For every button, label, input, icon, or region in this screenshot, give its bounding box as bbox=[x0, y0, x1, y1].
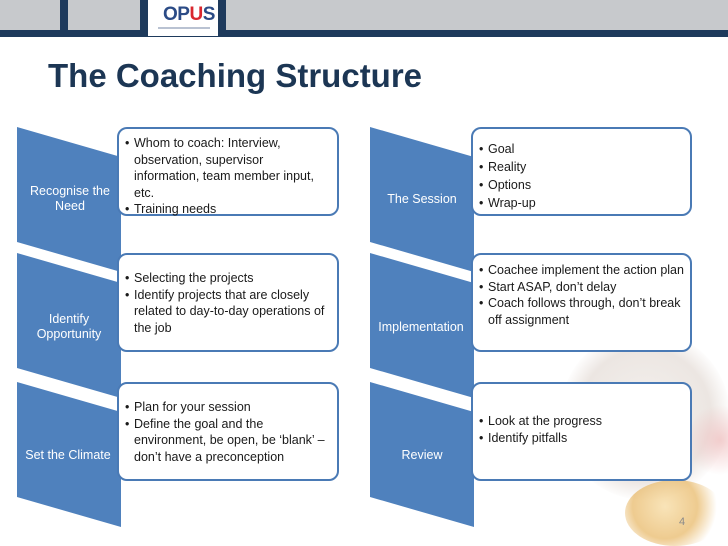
bullet-item: Identify projects that are closely relat… bbox=[125, 287, 331, 337]
step-details-box: Look at the progress Identify pitfalls bbox=[471, 382, 692, 481]
step-label: The Session bbox=[387, 192, 457, 206]
step-label: Set the Climate bbox=[25, 448, 111, 462]
page-number: 4 bbox=[679, 516, 686, 528]
step-label: Review bbox=[401, 448, 443, 462]
bullet-item: Coach follows through, don’t break off a… bbox=[479, 295, 684, 328]
bullet-item: Whom to coach: Interview, observation, s… bbox=[125, 135, 331, 201]
step-details-box: Whom to coach: Interview, observation, s… bbox=[117, 127, 339, 218]
bullet-item: Training needs bbox=[125, 201, 331, 218]
bullet-item: Reality bbox=[479, 158, 684, 176]
bullet-item: Define the goal and the environment, be … bbox=[125, 416, 331, 466]
bullet-item: Plan for your session bbox=[125, 399, 331, 416]
chevron-shape bbox=[17, 382, 121, 527]
step-details-box: Selecting the projects Identify projects… bbox=[117, 253, 339, 352]
step-details-box: Coachee implement the action plan Start … bbox=[471, 253, 692, 352]
bullet-item: Wrap-up bbox=[479, 194, 684, 212]
header-block bbox=[68, 0, 140, 30]
chevron-shape bbox=[370, 127, 474, 272]
bullet-item: Coachee implement the action plan bbox=[479, 262, 684, 279]
step-details-box: Goal Reality Options Wrap-up bbox=[471, 127, 692, 216]
bullet-item: Goal bbox=[479, 140, 684, 158]
step-label: Recognise the Need bbox=[30, 184, 110, 213]
chevron-shape bbox=[17, 127, 121, 272]
header-bar bbox=[0, 0, 728, 37]
bullet-item: Options bbox=[479, 176, 684, 194]
logo: OPUS bbox=[148, 0, 218, 36]
background-photo bbox=[625, 480, 725, 546]
page-title: The Coaching Structure bbox=[48, 57, 423, 94]
step-label: Implementation bbox=[378, 320, 464, 334]
bullet-item: Start ASAP, don’t delay bbox=[479, 279, 684, 296]
logo-tagline bbox=[158, 27, 210, 29]
step-label: Identify Opportunity bbox=[36, 312, 102, 341]
header-block bbox=[0, 0, 60, 30]
bullet-item: Identify pitfalls bbox=[479, 430, 684, 447]
chevron-shape bbox=[370, 382, 474, 527]
bullet-item: Selecting the projects bbox=[125, 270, 331, 287]
bullet-item: Look at the progress bbox=[479, 413, 684, 430]
step-details-box: Plan for your session Define the goal an… bbox=[117, 382, 339, 481]
chevron-shape bbox=[370, 253, 474, 398]
header-block bbox=[226, 0, 728, 30]
chevron-shape bbox=[17, 253, 121, 398]
